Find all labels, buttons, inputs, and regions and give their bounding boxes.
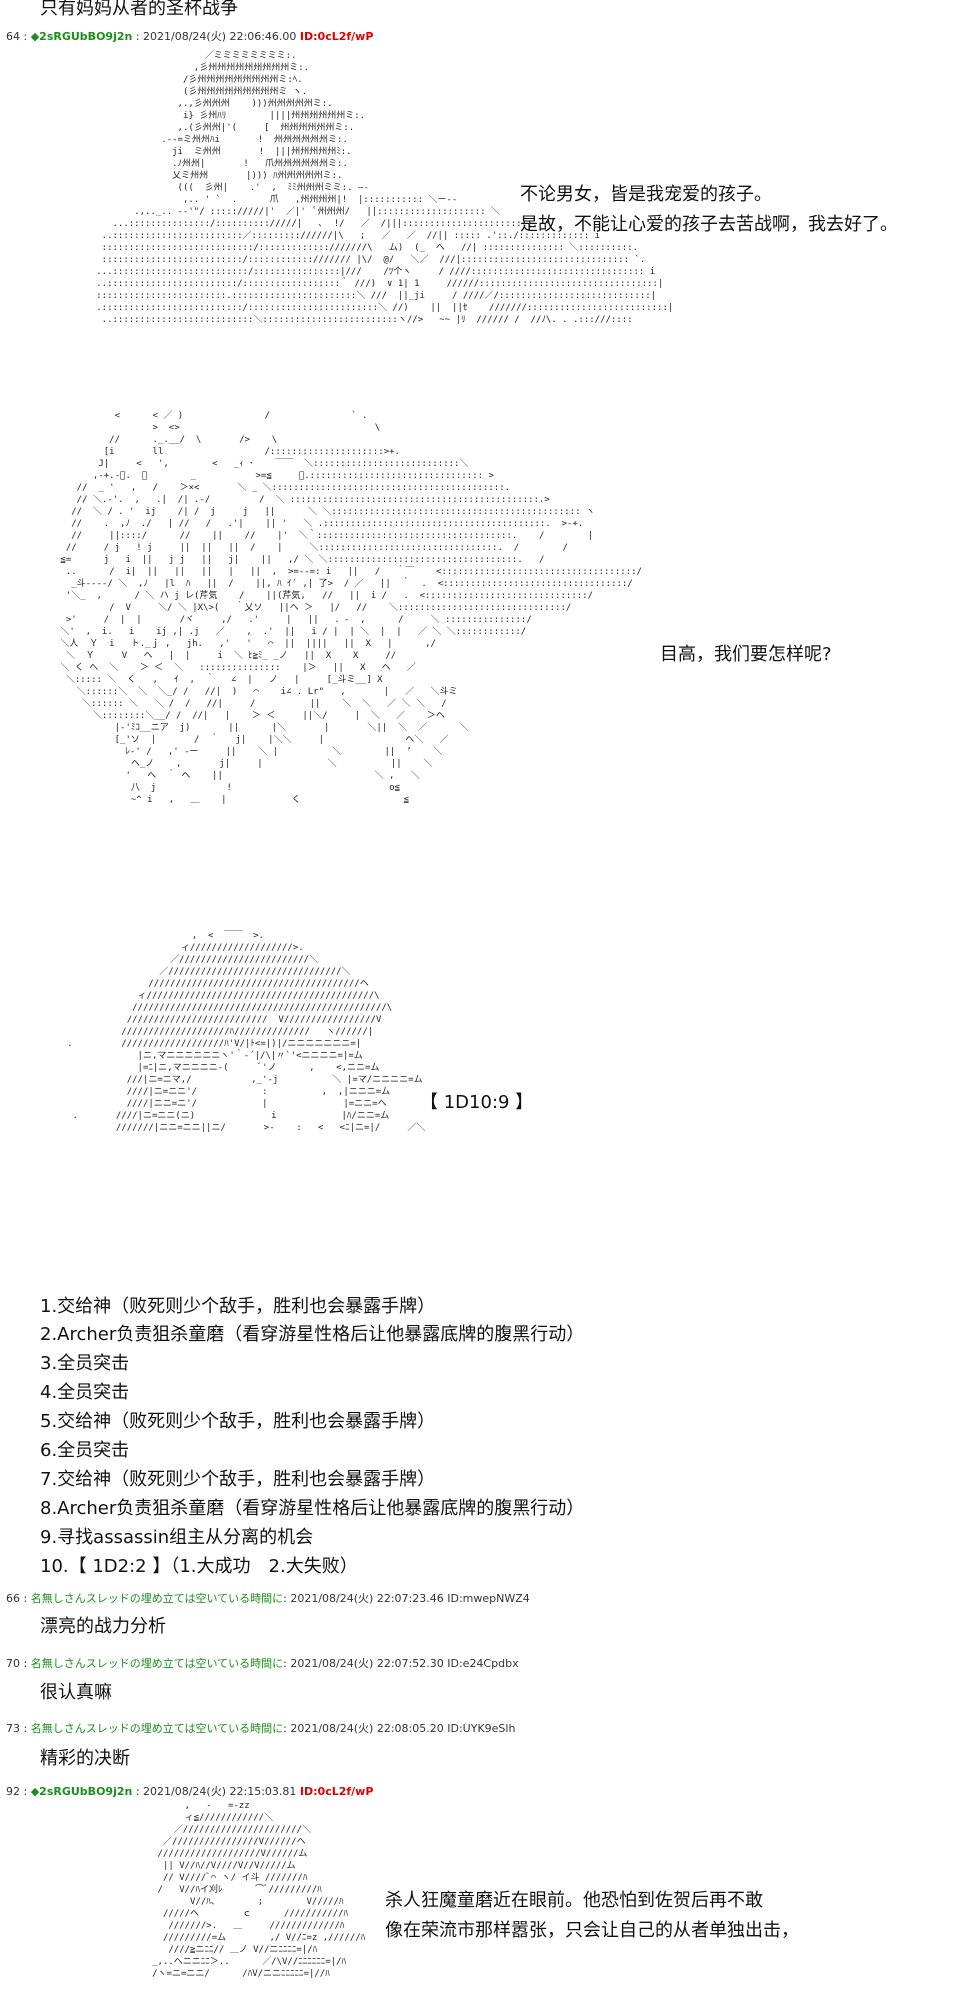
post-header-66: 66 : 名無しさんスレッドの埋め立ては空いている時間に: 2021/08/24… bbox=[6, 1590, 530, 1606]
poster-id[interactable]: ID:mwepNWZ4 bbox=[447, 1592, 530, 1605]
ascii-art-2: < < ／ ) / ` . > <> \ // ._.__/ \ /> \ [i… bbox=[60, 411, 642, 805]
poster-name: 2sRGUbBO9j2n bbox=[39, 1785, 133, 1798]
ascii-art-1: ／ミミミミミミミミ:. ,彡州州州州州州州州州ミ:. /彡州州州州州州州州州ミ:… bbox=[96, 51, 674, 325]
post-number[interactable]: 64 : bbox=[6, 30, 28, 43]
option-5: 5.交给神（败死则少个敌手，胜利也会暴露手牌） bbox=[40, 1411, 436, 1432]
ascii-art-3: , < ￣￣ >. ィ///////////////////>. ／//////… bbox=[67, 931, 426, 1133]
final-line-2: 像在荣流市那样嚣张，只会让自己的从者单独出击， bbox=[385, 1920, 799, 1941]
post-date: : 2021/08/24(火) 22:07:52.30 bbox=[283, 1657, 444, 1670]
dialogue-line-1: 不论男女，皆是我宠爱的孩子。 bbox=[520, 184, 772, 205]
post-header-92: 92 : ◆2sRGUbBO9j2n : 2021/08/24(火) 22:15… bbox=[6, 1785, 374, 1798]
poster-name: 名無しさんスレッドの埋め立ては空いている時間に bbox=[30, 1592, 284, 1605]
final-line-1: 杀人狂魔童磨近在眼前。他恐怕到佐贺后再不敢 bbox=[385, 1890, 763, 1911]
option-1: 1.交给神（败死则少个敌手，胜利也会暴露手牌） bbox=[40, 1296, 436, 1317]
dialogue-line-3: 目高，我们要怎样呢? bbox=[660, 644, 832, 665]
post-date: : 2021/08/24(火) 22:07:23.46 bbox=[283, 1592, 444, 1605]
dice-roll-result: 【 1D10:9 】 bbox=[420, 1092, 534, 1113]
option-10: 10.【 1D2:2 】（1.大成功 2.大失败） bbox=[40, 1556, 358, 1577]
reply-70-body: 很认真嘛 bbox=[40, 1682, 112, 1703]
post-number[interactable]: 66 : bbox=[6, 1592, 28, 1605]
poster-name: 名無しさんスレッドの埋め立ては空いている時間に bbox=[30, 1657, 284, 1670]
option-4: 4.全员突击 bbox=[40, 1382, 130, 1403]
thread-title: 只有妈妈从者的圣杯战争 bbox=[40, 0, 238, 19]
poster-id[interactable]: ID:UYK9eSlh bbox=[447, 1722, 516, 1735]
post-date: : 2021/08/24(火) 22:08:05.20 bbox=[283, 1722, 444, 1735]
ascii-art-4: , ‐ =-zz ィ≦////////////＼ ／//////////////… bbox=[152, 1801, 366, 1979]
option-6: 6.全员突击 bbox=[40, 1440, 130, 1461]
post-header-70: 70 : 名無しさんスレッドの埋め立ては空いている時間に: 2021/08/24… bbox=[6, 1655, 519, 1671]
post-number[interactable]: 70 : bbox=[6, 1657, 28, 1670]
option-3: 3.全员突击 bbox=[40, 1353, 130, 1374]
post-date: 2021/08/24(火) 22:15:03.81 bbox=[143, 1785, 297, 1798]
poster-id[interactable]: ID:0cL2f/wP bbox=[299, 1785, 374, 1798]
option-2: 2.Archer负责狙杀童磨（看穿游星性格后让他暴露底牌的腹黑行动） bbox=[40, 1324, 585, 1345]
poster-id[interactable]: ID:0cL2f/wP bbox=[299, 30, 374, 43]
trip-diamond-icon: ◆ bbox=[30, 30, 40, 43]
trip-diamond-icon: ◆ bbox=[30, 1785, 40, 1798]
option-8: 8.Archer负责狙杀童磨（看穿游星性格后让他暴露底牌的腹黑行动） bbox=[40, 1498, 585, 1519]
post-header-64: 64 : ◆2sRGUbBO9j2n : 2021/08/24(火) 22:06… bbox=[6, 30, 374, 43]
post-date: 2021/08/24(火) 22:06:46.00 bbox=[143, 30, 297, 43]
reply-73-body: 精彩的决断 bbox=[40, 1748, 130, 1769]
post-number[interactable]: 92 : bbox=[6, 1785, 28, 1798]
reply-66-body: 漂亮的战力分析 bbox=[40, 1616, 166, 1637]
option-7: 7.交给神（败死则少个敌手，胜利也会暴露手牌） bbox=[40, 1469, 436, 1490]
poster-name: 名無しさんスレッドの埋め立ては空いている時間に bbox=[30, 1722, 284, 1735]
dialogue-line-2: 是故，不能让心爱的孩子去苦战啊，我去好了。 bbox=[520, 214, 898, 235]
post-number[interactable]: 73 : bbox=[6, 1722, 28, 1735]
option-9: 9.寻找assassin组主从分离的机会 bbox=[40, 1527, 314, 1548]
post-header-73: 73 : 名無しさんスレッドの埋め立ては空いている時間に: 2021/08/24… bbox=[6, 1720, 515, 1736]
poster-id[interactable]: ID:e24Cpdbx bbox=[447, 1657, 519, 1670]
poster-name: 2sRGUbBO9j2n bbox=[39, 30, 133, 43]
